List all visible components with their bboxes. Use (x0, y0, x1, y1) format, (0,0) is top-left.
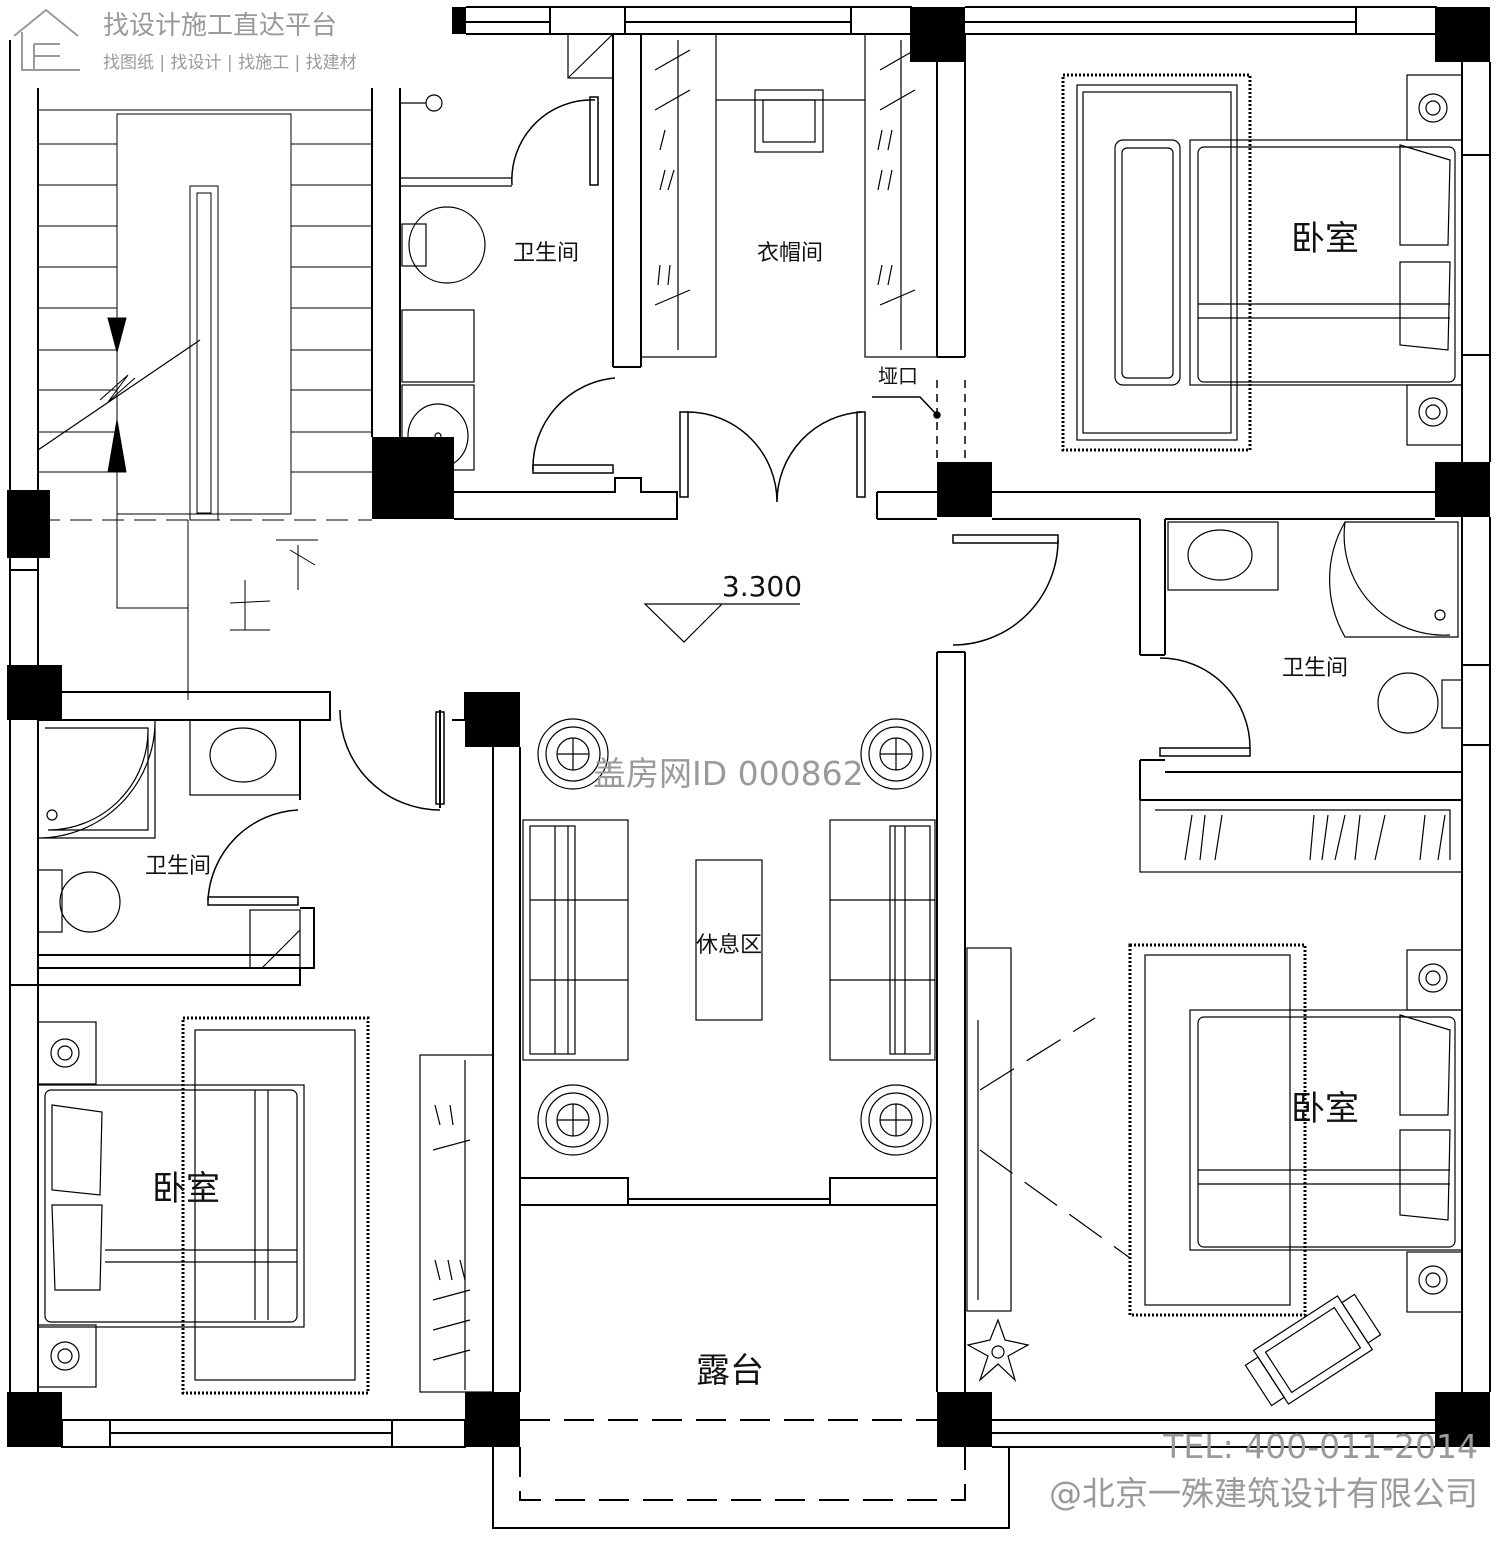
opening-label: 垭口 (878, 364, 918, 388)
room-label-bath-top: 卫生间 (513, 241, 579, 266)
room-label-bedroom-se: 卧室 (1291, 1089, 1359, 1129)
watermark-logo (13, 8, 80, 71)
room-label-terrace: 露台 (696, 1351, 764, 1391)
watermark-tel: TEL: 400-011-2014 (1162, 1427, 1478, 1466)
watermark-company: @北京一殊建筑设计有限公司 (1049, 1474, 1478, 1513)
room-label-bath-east: 卫生间 (1282, 656, 1348, 681)
fixtures (37, 33, 1463, 1407)
room-label-bedroom-sw: 卧室 (152, 1169, 220, 1209)
annotations: 3.300 垭口 上 下 (226, 364, 918, 643)
watermark-platform-sub: 找图纸 | 找设计 | 找施工 | 找建材 (103, 53, 357, 73)
staircase (37, 109, 372, 700)
room-label-closet: 衣帽间 (757, 241, 823, 266)
room-label-bedroom-ne: 卧室 (1291, 219, 1359, 259)
doors (207, 96, 1251, 906)
stair-down-label: 下 (276, 539, 316, 585)
room-label-lounge: 休息区 (696, 933, 762, 958)
room-labels: 卫生间 衣帽间 卧室 卫生间 卫生间 休息区 卧室 卧室 露台 (145, 219, 1359, 1391)
room-label-bath-west: 卫生间 (145, 854, 211, 879)
structural-columns (7, 7, 1490, 1447)
stair-up-label: 上 (226, 597, 266, 643)
watermark-platform-title: 找设计施工直达平台 (103, 11, 337, 41)
elevation-label: 3.300 (722, 570, 802, 603)
watermark-site-id: 盖房网ID 000862 (593, 754, 864, 793)
